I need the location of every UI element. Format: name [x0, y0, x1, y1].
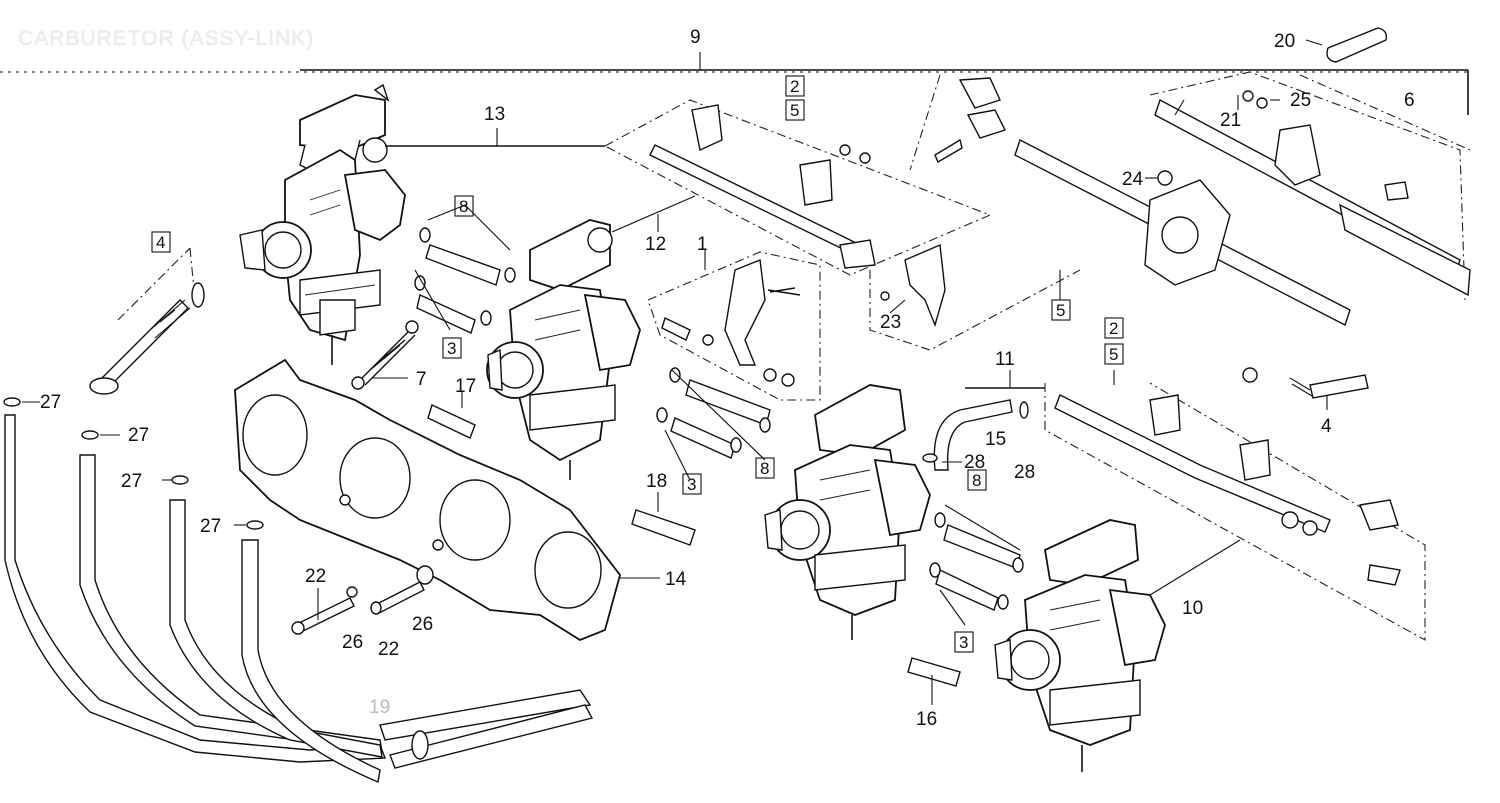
callout-11: 11 [995, 349, 1015, 370]
boxed-callout-3b: 3 [687, 475, 696, 494]
callout-26a: 26 [342, 632, 363, 653]
intake-manifold-14 [234, 358, 621, 642]
callout-17: 17 [455, 376, 476, 397]
screw-spring-4-right [1242, 367, 1369, 399]
bracket-group-1 [647, 251, 821, 401]
boxed-callout-5c: 5 [1109, 345, 1118, 364]
callout-27b: 27 [128, 425, 149, 446]
callout-7: 7 [416, 369, 427, 390]
boxed-callout-8b: 8 [760, 459, 769, 478]
carburetor-12 [486, 219, 641, 480]
callout-28b: 28 [1014, 462, 1035, 483]
throttle-linkage-6 [869, 71, 1471, 351]
assembly-frame [0, 52, 1469, 115]
vacuum-hoses-19 [4, 414, 594, 783]
callout-10: 10 [1182, 598, 1203, 619]
boxed-callout-5b: 5 [1056, 301, 1065, 320]
boxed-callout-3c: 3 [959, 633, 968, 652]
callout-27a: 27 [40, 392, 61, 413]
link-group-upper [603, 99, 992, 276]
callout-9: 9 [690, 27, 701, 48]
callout-1: 1 [697, 234, 708, 255]
callout-23: 23 [880, 312, 901, 333]
tube-17 [427, 404, 476, 439]
boxed-callout-3a: 3 [447, 339, 456, 358]
callout-15: 15 [985, 429, 1006, 450]
boxed-callout-8a: 8 [459, 197, 468, 216]
boxed-callout-4a: 4 [156, 233, 165, 252]
diagram-title: CARBURETOR (ASSY-LINK) [18, 27, 314, 50]
spring-7 [351, 320, 419, 390]
callout-13: 13 [484, 104, 505, 125]
boxed-callout-2a: 2 [790, 77, 799, 96]
pipe-group-8-middle [656, 367, 771, 481]
callout-28a: 28 [964, 452, 985, 473]
tube-18 [631, 509, 696, 546]
callout-20: 20 [1274, 31, 1295, 52]
callout-25: 25 [1290, 90, 1311, 111]
callout-22b: 22 [378, 639, 399, 660]
callout-26b: 26 [412, 614, 433, 635]
boxed-callout-5a: 5 [790, 101, 799, 120]
callout-24: 24 [1122, 169, 1144, 190]
carburetor-13 [239, 83, 406, 365]
callout-4b: 4 [1321, 416, 1332, 437]
callout-27c: 27 [121, 471, 142, 492]
pin-part-20 [1305, 27, 1388, 63]
callout-22a: 22 [305, 566, 326, 587]
link-group-lower [1044, 382, 1426, 641]
tube-15 [933, 399, 1013, 471]
boxed-callouts: 2 5 4 8 3 5 2 5 8 3 8 3 [151, 75, 1124, 653]
bolts-22 [291, 565, 434, 635]
leader-lines [22, 95, 1328, 705]
clips-27 [3, 397, 264, 530]
callout-12: 12 [645, 234, 666, 255]
carburetor-10 [994, 519, 1166, 772]
callout-16: 16 [916, 709, 937, 730]
callout-6: 6 [1404, 90, 1415, 111]
callout-19: 19 [369, 697, 390, 718]
pipe-group-8-upper [414, 204, 516, 334]
screw-spring-4-left [89, 247, 205, 395]
boxed-callout-8c: 8 [972, 471, 981, 490]
callout-27d: 27 [200, 516, 221, 537]
carburetor-11 [764, 384, 931, 640]
callout-labels: 9 20 13 25 6 21 24 12 1 23 7 11 17 27 4 … [40, 27, 1415, 730]
boxed-callout-2b: 2 [1109, 319, 1118, 338]
pipe-group-8-lower [929, 504, 1024, 626]
callout-14: 14 [665, 569, 687, 590]
callout-21: 21 [1220, 110, 1241, 131]
tube-16 [907, 657, 961, 687]
callout-18: 18 [646, 471, 667, 492]
